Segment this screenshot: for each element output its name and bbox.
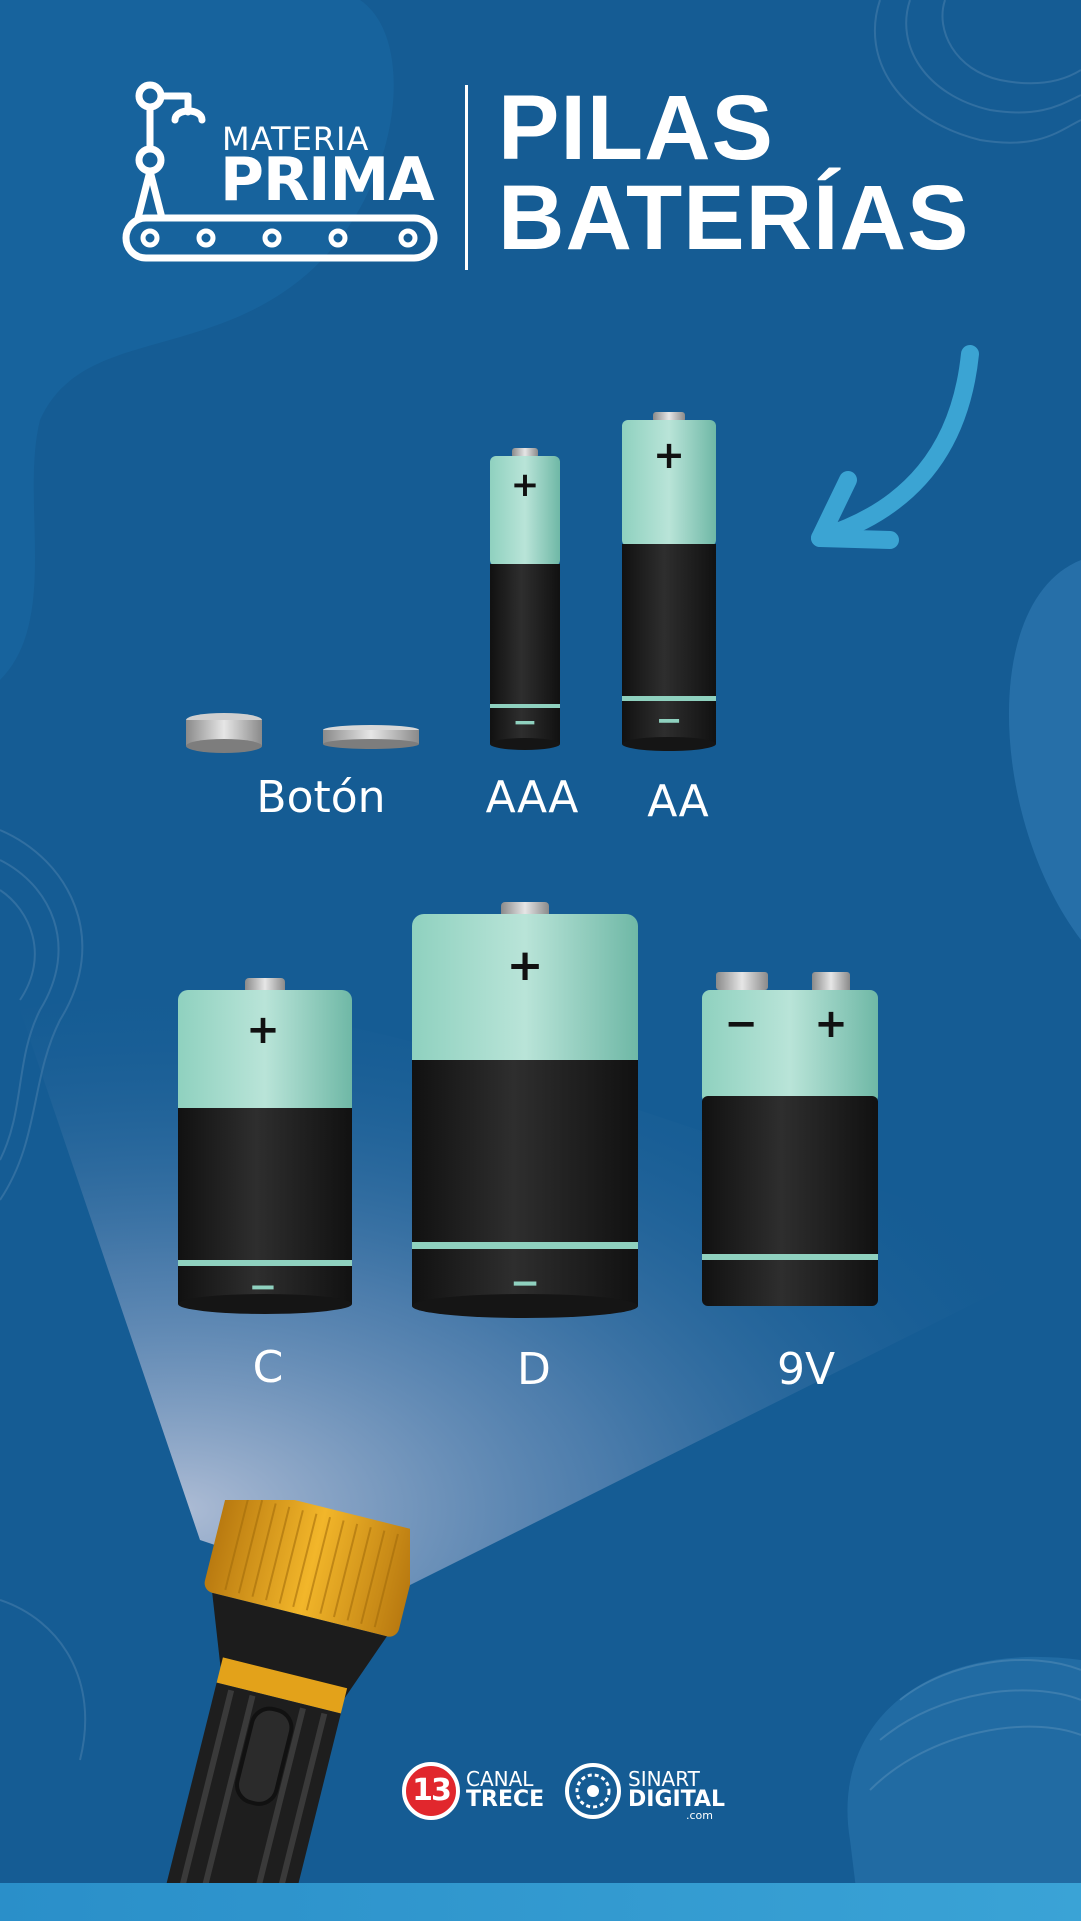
label-d: D (517, 1344, 551, 1395)
canal-number: 13 (412, 1773, 452, 1808)
canal-trece-logo: 13 (402, 1762, 460, 1820)
button-cell-batteries (186, 713, 419, 753)
header-divider (465, 85, 468, 270)
c-battery (178, 978, 352, 1314)
c-plus-sign: + (246, 1007, 280, 1053)
brand-large-text: PRIMA (220, 145, 435, 215)
title-line-1: PILAS (498, 77, 774, 179)
d-minus-sign: − (509, 1263, 541, 1304)
d-battery (412, 902, 638, 1318)
d-plus-sign: + (506, 940, 544, 991)
label-c: C (252, 1342, 284, 1393)
aaa-plus-sign: + (510, 465, 540, 505)
sinart-logo-icon (565, 1763, 621, 1819)
brand-small-text: MATERIA (222, 120, 370, 158)
aaa-minus-sign: − (512, 705, 538, 740)
canal-line-1: CANAL (466, 1767, 534, 1791)
label-boton: Botón (256, 772, 386, 823)
aa-minus-sign: − (655, 701, 683, 739)
curved-arrow-icon (811, 345, 979, 549)
canal-line-2: TRECE (466, 1787, 545, 1812)
title-line-2: BATERÍAS (498, 167, 970, 269)
bottom-bar (0, 1883, 1081, 1921)
9v-plus-sign: + (814, 1001, 848, 1047)
sinart-line-1: SINART (628, 1767, 700, 1791)
aa-plus-sign: + (653, 433, 685, 477)
9v-battery (702, 972, 878, 1306)
sinart-suffix: .com (686, 1809, 713, 1822)
c-minus-sign: − (248, 1267, 278, 1307)
sinart-line-2: DIGITAL (628, 1787, 726, 1812)
flashlight-icon (153, 1500, 410, 1921)
label-aaa: AAA (485, 772, 579, 823)
label-aa: AA (647, 776, 709, 827)
aaa-battery (490, 448, 560, 750)
materia-prima-logo-icon (122, 81, 438, 262)
aa-battery (622, 412, 716, 751)
9v-minus-sign: − (724, 1001, 758, 1047)
label-9v: 9V (776, 1344, 836, 1395)
